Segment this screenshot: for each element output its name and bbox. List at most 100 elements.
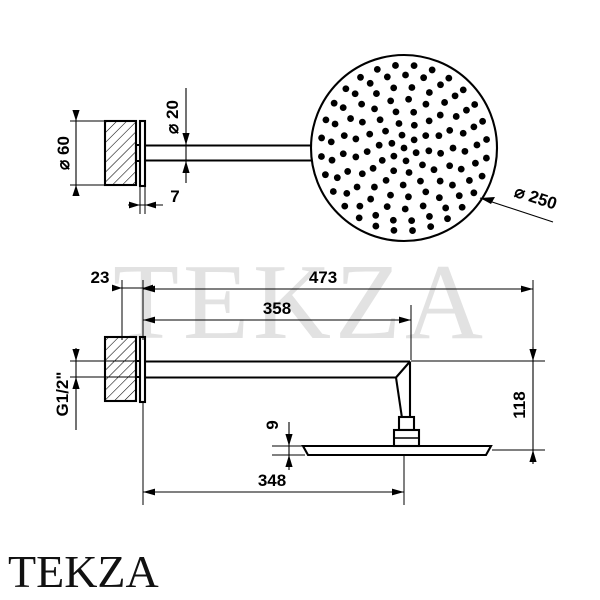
dim20-label: ⌀ 20 (163, 100, 182, 134)
nozzle-hole (405, 95, 412, 103)
elbow-taper-edge (394, 377, 404, 419)
g12-label: G1/2" (53, 372, 72, 417)
nozzle-hole (402, 157, 410, 165)
dim9-arrow-top (285, 434, 293, 446)
nozzle-hole (472, 159, 479, 167)
nozzle-hole (482, 154, 490, 162)
nozzle-hole (422, 132, 430, 140)
nozzle-hole (358, 118, 366, 126)
dim348-arrow-left (143, 488, 155, 496)
nozzle-hole (358, 100, 366, 108)
nozzle-hole (430, 166, 438, 174)
nozzle-hole (449, 144, 457, 152)
side-escutcheon-plate (138, 335, 147, 404)
nozzle-hole (390, 226, 398, 234)
nozzle-hole (318, 134, 326, 142)
nozzle-hole (343, 189, 351, 197)
nozzle-hole (425, 117, 433, 125)
dim473-arrow-left (143, 285, 155, 293)
nozzle-hole (398, 131, 406, 139)
nozzle-hole (328, 156, 336, 164)
nozzle-hole (347, 115, 354, 122)
nozzle-hole (463, 106, 470, 114)
nozzle-hole (459, 86, 467, 94)
dim23-label: 23 (91, 268, 110, 287)
wall-flange-body (103, 119, 138, 187)
nozzle-hole (473, 141, 481, 149)
nozzle-hole (322, 116, 330, 124)
nozzle-hole (410, 108, 418, 116)
nozzle-hole (445, 74, 453, 82)
dim-dia60: ⌀ 60 (54, 110, 133, 196)
nozzle-hole (387, 97, 395, 105)
nozzle-hole (465, 177, 473, 184)
top-wall-flange (103, 119, 138, 187)
nozzle-hole (479, 117, 486, 125)
nozzle-hole (378, 156, 386, 164)
nozzle-hole (401, 205, 409, 213)
nozzle-hole (457, 165, 465, 173)
top-escutcheon-plate (138, 119, 147, 188)
nozzle-hole (376, 116, 384, 124)
nozzle-hole (372, 211, 380, 219)
nozzle-hole (327, 138, 335, 146)
nozzle-hole (352, 135, 360, 143)
dim473-label: 473 (309, 268, 337, 287)
nozzle-hole (353, 183, 361, 191)
dim-dia20: ⌀ 20 (163, 88, 190, 183)
nozzle-hole (371, 105, 378, 113)
dim7-arrow-left (129, 201, 140, 209)
nozzle-hole (420, 74, 428, 82)
nozzle-hole (461, 147, 469, 155)
nozzle-hole (470, 189, 478, 197)
side-ball-joint (392, 415, 421, 448)
dim20-arrow-bottom (182, 161, 190, 173)
nozzle-hole (366, 130, 374, 138)
nozzle-hole (390, 152, 398, 160)
dim7-label: 7 (170, 187, 179, 206)
g12-arrow-top (72, 349, 80, 361)
nozzle-hole (357, 73, 364, 81)
nozzle-hole (417, 177, 424, 185)
nozzle-hole (446, 162, 454, 170)
nozzle-hole (436, 111, 444, 119)
dim-len7: 7 (128, 186, 180, 214)
nozzle-hole (342, 85, 350, 93)
nozzle-hole (410, 121, 418, 129)
dim250-arrow (480, 197, 495, 204)
nozzle-hole (387, 191, 394, 199)
nozzle-hole (369, 164, 377, 172)
nozzle-hole (366, 79, 374, 87)
nozzle-hole (339, 104, 347, 112)
nozzle-hole (339, 150, 347, 158)
nozzle-hole (383, 203, 391, 211)
top-arm-tube (145, 144, 330, 162)
nozzle-hole (331, 120, 339, 128)
nozzle-hole (436, 177, 444, 185)
nozzle-hole (400, 144, 408, 152)
nozzle-hole (422, 100, 430, 108)
nozzle-hole (437, 81, 444, 89)
nozzle-hole (373, 90, 380, 97)
nozzle-hole (392, 62, 399, 69)
dim118-arrow-bottom (529, 450, 537, 462)
nozzle-hole (383, 73, 391, 81)
nozzle-hole (375, 141, 383, 149)
nozzle-hole (449, 181, 456, 189)
dim23-arrow-left (112, 284, 122, 292)
dim-thread-g12: G1/2" (53, 348, 136, 430)
nozzle-hole (389, 216, 397, 224)
nozzle-hole (470, 123, 478, 131)
elbow-chamfer (395, 360, 411, 379)
nozzle-hole (367, 195, 375, 203)
nozzle-hole (351, 90, 359, 98)
nozzle-hole (422, 188, 430, 196)
nozzle-hole (437, 149, 445, 157)
dim60-arrow-top (72, 110, 80, 121)
g12-arrow-bottom (72, 377, 80, 389)
nozzle-hole (388, 139, 396, 147)
dim473-arrow-right (521, 285, 533, 293)
nozzle-hole (435, 132, 443, 140)
side-arm-tube (145, 360, 412, 419)
